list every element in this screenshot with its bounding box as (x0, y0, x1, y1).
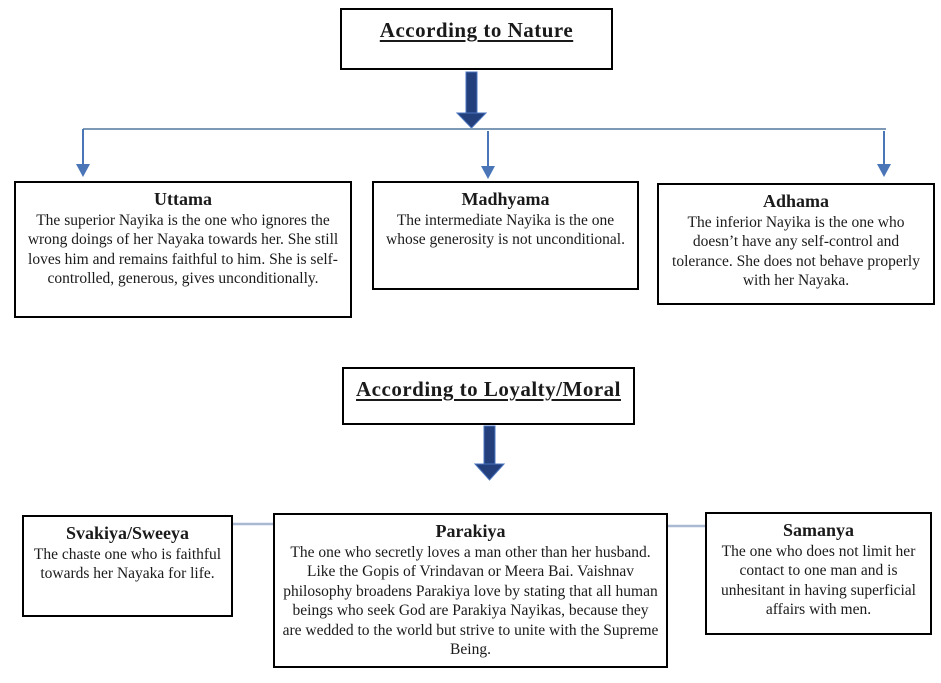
node-samanya-description: The one who does not limit her contact t… (721, 543, 916, 619)
node-svakiya-sweeya-description: The chaste one who is faithful towards h… (33, 546, 222, 583)
node-madhyama-description: The intermediate Nayika is the one whose… (386, 212, 625, 249)
node-madhyama: Madhyama The intermediate Nayika is the … (372, 181, 639, 290)
down-arrow-icon-uttama (76, 129, 90, 177)
node-svakiya-sweeya: Svakiya/Sweeya The chaste one who is fai… (22, 515, 233, 617)
section-header-nature-label: According to Nature (379, 18, 574, 42)
node-parakiya: Parakiya The one who secretly loves a ma… (273, 513, 668, 668)
down-arrow-icon-madhyama (481, 131, 495, 179)
node-uttama: Uttama The superior Nayika is the one wh… (14, 181, 352, 318)
node-adhama-title: Adhama (762, 191, 829, 211)
node-adhama: Adhama The inferior Nayika is the one wh… (657, 183, 935, 305)
node-samanya-title: Samanya (782, 520, 854, 540)
node-parakiya-title: Parakiya (435, 521, 506, 541)
node-adhama-description: The inferior Nayika is the one who doesn… (672, 214, 920, 290)
node-uttama-title: Uttama (154, 189, 212, 209)
node-samanya: Samanya The one who does not limit her c… (705, 512, 932, 635)
down-arrow-icon-adhama (877, 131, 891, 177)
node-parakiya-description: The one who secretly loves a man other t… (282, 544, 659, 658)
node-svakiya-sweeya-title: Svakiya/Sweeya (65, 523, 189, 543)
section-header-loyalty-moral: According to Loyalty/Moral (342, 367, 635, 425)
down-arrow-icon-loyalty (473, 425, 506, 481)
node-uttama-description: The superior Nayika is the one who ignor… (27, 212, 339, 288)
section-header-nature: According to Nature (340, 8, 613, 70)
node-madhyama-title: Madhyama (461, 189, 550, 209)
down-arrow-icon-nature (455, 71, 488, 129)
section-header-loyalty-moral-label: According to Loyalty/Moral (356, 377, 621, 401)
